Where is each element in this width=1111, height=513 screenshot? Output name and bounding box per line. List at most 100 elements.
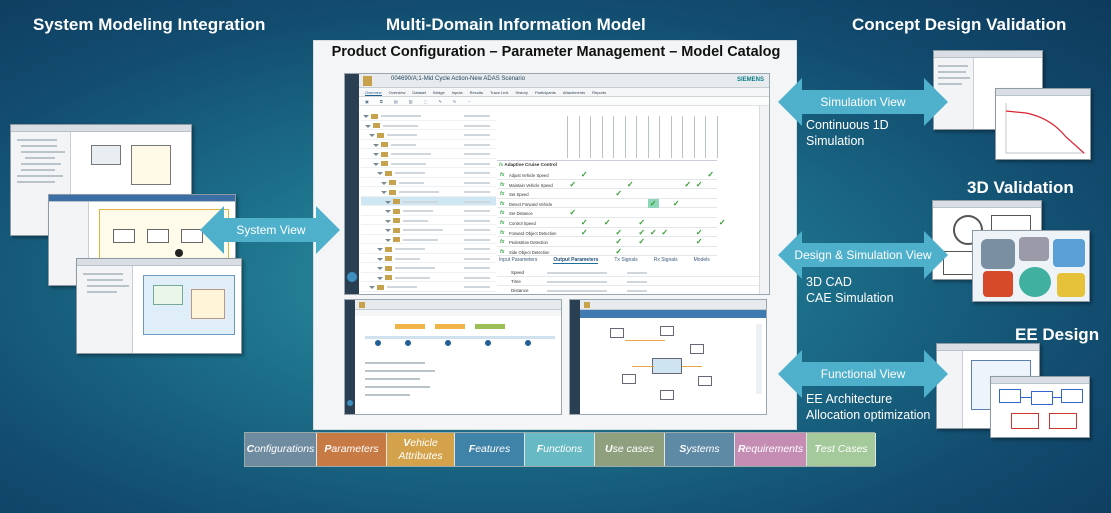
check-icon[interactable]: ✓: [638, 227, 646, 237]
check-icon[interactable]: ✓: [615, 227, 623, 237]
tree-row[interactable]: [361, 235, 496, 244]
tree-row[interactable]: [361, 292, 496, 295]
check-icon[interactable]: ✓: [580, 227, 588, 237]
parameter-row[interactable]: Speed: [497, 268, 762, 277]
check-icon[interactable]: ✓: [603, 218, 611, 227]
app-tab[interactable]: Attachments: [562, 90, 586, 95]
function-icon: fx: [500, 229, 505, 236]
category-vehicle-attributes: Vehicle Attributes: [387, 433, 455, 466]
tree-row[interactable]: [361, 244, 496, 254]
help-icon[interactable]: [347, 272, 357, 282]
tree-row[interactable]: [361, 121, 496, 130]
tree-row[interactable]: [361, 130, 496, 140]
tree-row[interactable]: [361, 225, 496, 235]
check-icon[interactable]: ✓: [569, 179, 577, 189]
app-tab[interactable]: Participants: [534, 90, 556, 95]
parameter-tabs[interactable]: Input Parameters Output Parameters Tx Sign…: [499, 257, 726, 264]
app-tab[interactable]: Bridge: [433, 90, 445, 95]
app-tab[interactable]: Inputs: [451, 90, 463, 95]
check-icon[interactable]: ✓: [638, 237, 646, 247]
check-icon[interactable]: ✓: [615, 189, 623, 199]
tree-row[interactable]: [361, 168, 496, 178]
tree-row[interactable]: [361, 149, 496, 159]
matrix-row-label: Set Speed: [509, 192, 529, 198]
toolbar-icons[interactable]: ▣ ⧉ ▤ ▥ ⬚ ✎ ↻ ⋯: [365, 99, 477, 104]
function-icon: fx: [500, 248, 505, 255]
tree-row[interactable]: [361, 178, 496, 187]
app-tab[interactable]: Overview: [365, 90, 382, 96]
matrix-column-header: [682, 116, 683, 158]
check-icon[interactable]: ✓: [580, 218, 588, 227]
check-icon[interactable]: ✓: [615, 246, 623, 256]
check-icon[interactable]: ✓: [684, 179, 692, 189]
app-tab[interactable]: Overview: [388, 90, 406, 95]
tree-row[interactable]: [361, 273, 496, 282]
check-icon[interactable]: ✓: [647, 198, 659, 209]
tree-row[interactable]: [361, 140, 496, 149]
structure-tree[interactable]: [361, 111, 496, 295]
function-icon: fx: [500, 172, 505, 178]
check-icon[interactable]: ✓: [649, 227, 657, 237]
check-icon[interactable]: ✓: [718, 218, 726, 227]
check-icon[interactable]: ✓: [638, 218, 646, 227]
main-app-screenshot: 004690/A;1-Mid Cycle Action-New ADAS Sce…: [344, 73, 770, 295]
category-systems: Systems: [665, 433, 735, 466]
app-tab[interactable]: Reports: [592, 90, 607, 95]
matrix-row-label: Set Distance: [509, 211, 533, 217]
app-tab[interactable]: Results: [469, 90, 483, 95]
tree-row[interactable]: [361, 206, 496, 216]
check-icon[interactable]: ✓: [661, 227, 669, 237]
check-icon[interactable]: ✓: [672, 198, 680, 208]
check-icon[interactable]: ✓: [707, 170, 715, 179]
check-icon[interactable]: ✓: [569, 208, 577, 218]
app-toolbar[interactable]: ▣ ⧉ ▤ ▥ ⬚ ✎ ↻ ⋯: [359, 97, 769, 106]
check-icon[interactable]: ✓: [580, 170, 588, 179]
parameter-tab[interactable]: Input Parameters: [499, 257, 538, 263]
check-icon[interactable]: ✓: [626, 179, 634, 189]
matrix-column-header: [693, 116, 695, 158]
tree-row[interactable]: [361, 263, 496, 273]
architecture-screenshot: [569, 299, 767, 415]
parameter-tab[interactable]: Models: [693, 257, 710, 263]
app-tabbar[interactable]: Overview Overview Dataset Bridge Inputs Resul…: [359, 88, 769, 97]
check-icon[interactable]: ✓: [615, 237, 623, 247]
tree-row[interactable]: [361, 111, 496, 121]
app-tab[interactable]: History: [515, 90, 528, 95]
parameter-tab[interactable]: Rx Signals: [653, 257, 678, 263]
matrix-column-header: [670, 116, 672, 158]
tree-row[interactable]: [361, 159, 496, 168]
check-icon[interactable]: ✓: [695, 237, 703, 247]
matrix-column-header: [636, 116, 637, 158]
tree-row[interactable]: [361, 282, 496, 292]
tree-row[interactable]: [361, 216, 496, 225]
parameter-tab[interactable]: Output Parameters: [553, 257, 599, 264]
matrix-column-header: [613, 116, 614, 158]
parameter-row[interactable]: Distance: [497, 286, 762, 294]
sysml-screenshot-front: [76, 258, 242, 354]
category-features: Features: [455, 433, 525, 466]
category-requirements: Requirements: [735, 433, 807, 466]
tree-row[interactable]: [361, 196, 496, 206]
check-icon[interactable]: ✓: [695, 227, 703, 237]
parameter-row[interactable]: Time: [497, 277, 762, 286]
matrix-column-header: [647, 116, 649, 158]
app-tab[interactable]: Dataset: [412, 90, 427, 95]
design-sim-view-arrow: [778, 231, 948, 279]
parameter-tab[interactable]: Tx Signals: [614, 257, 638, 263]
app-brand: SIEMENS: [736, 77, 764, 83]
app-tab[interactable]: Trace Link: [489, 90, 509, 95]
tree-row[interactable]: [361, 254, 496, 263]
system-view-label: System View: [236, 223, 306, 237]
check-icon[interactable]: ✓: [695, 179, 703, 189]
tree-row[interactable]: [361, 187, 496, 197]
